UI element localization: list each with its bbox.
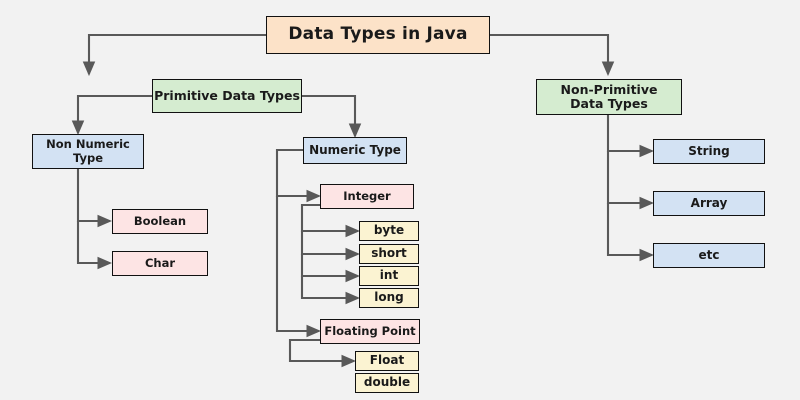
node-short[interactable]: short: [359, 244, 419, 264]
edge-nonprimitive-to-etc: [606, 203, 655, 262]
node-primitive-data-types[interactable]: Primitive Data Types: [152, 79, 302, 113]
node-char[interactable]: Char: [112, 251, 208, 276]
node-double[interactable]: double: [355, 373, 419, 393]
edge-primitive-to-numeric: [302, 94, 362, 139]
edge-primitive-to-nonnumeric: [71, 94, 152, 136]
edge-nonnumeric-to-boolean: [76, 163, 113, 228]
node-boolean[interactable]: Boolean: [112, 209, 208, 234]
node-etc[interactable]: etc: [653, 243, 765, 268]
edge-root-to-nonprimitive: [490, 33, 615, 77]
node-array[interactable]: Array: [653, 191, 765, 216]
edge-nonprimitive-to-string: [606, 110, 655, 158]
node-float[interactable]: Float: [355, 351, 419, 371]
edge-integer-to-int: [300, 254, 361, 283]
node-non-numeric-type[interactable]: Non Numeric Type: [32, 134, 144, 169]
node-numeric-type[interactable]: Numeric Type: [303, 137, 407, 164]
node-root[interactable]: Data Types in Java: [266, 16, 490, 54]
node-integer[interactable]: Integer: [320, 184, 414, 209]
node-string[interactable]: String: [653, 139, 765, 164]
edge-numeric-to-floatingpoint: [275, 196, 322, 338]
node-byte[interactable]: byte: [359, 221, 419, 241]
node-floating-point[interactable]: Floating Point: [320, 319, 420, 344]
edge-integer-to-short: [300, 231, 361, 261]
node-long[interactable]: long: [359, 288, 419, 308]
edge-root-to-primitive: [82, 33, 266, 77]
edge-integer-to-long: [300, 276, 361, 305]
edge-nonnumeric-to-char: [76, 221, 113, 270]
node-int[interactable]: int: [359, 266, 419, 286]
edge-nonprimitive-to-array: [606, 151, 655, 210]
node-non-primitive-data-types[interactable]: Non-Primitive Data Types: [536, 79, 682, 115]
